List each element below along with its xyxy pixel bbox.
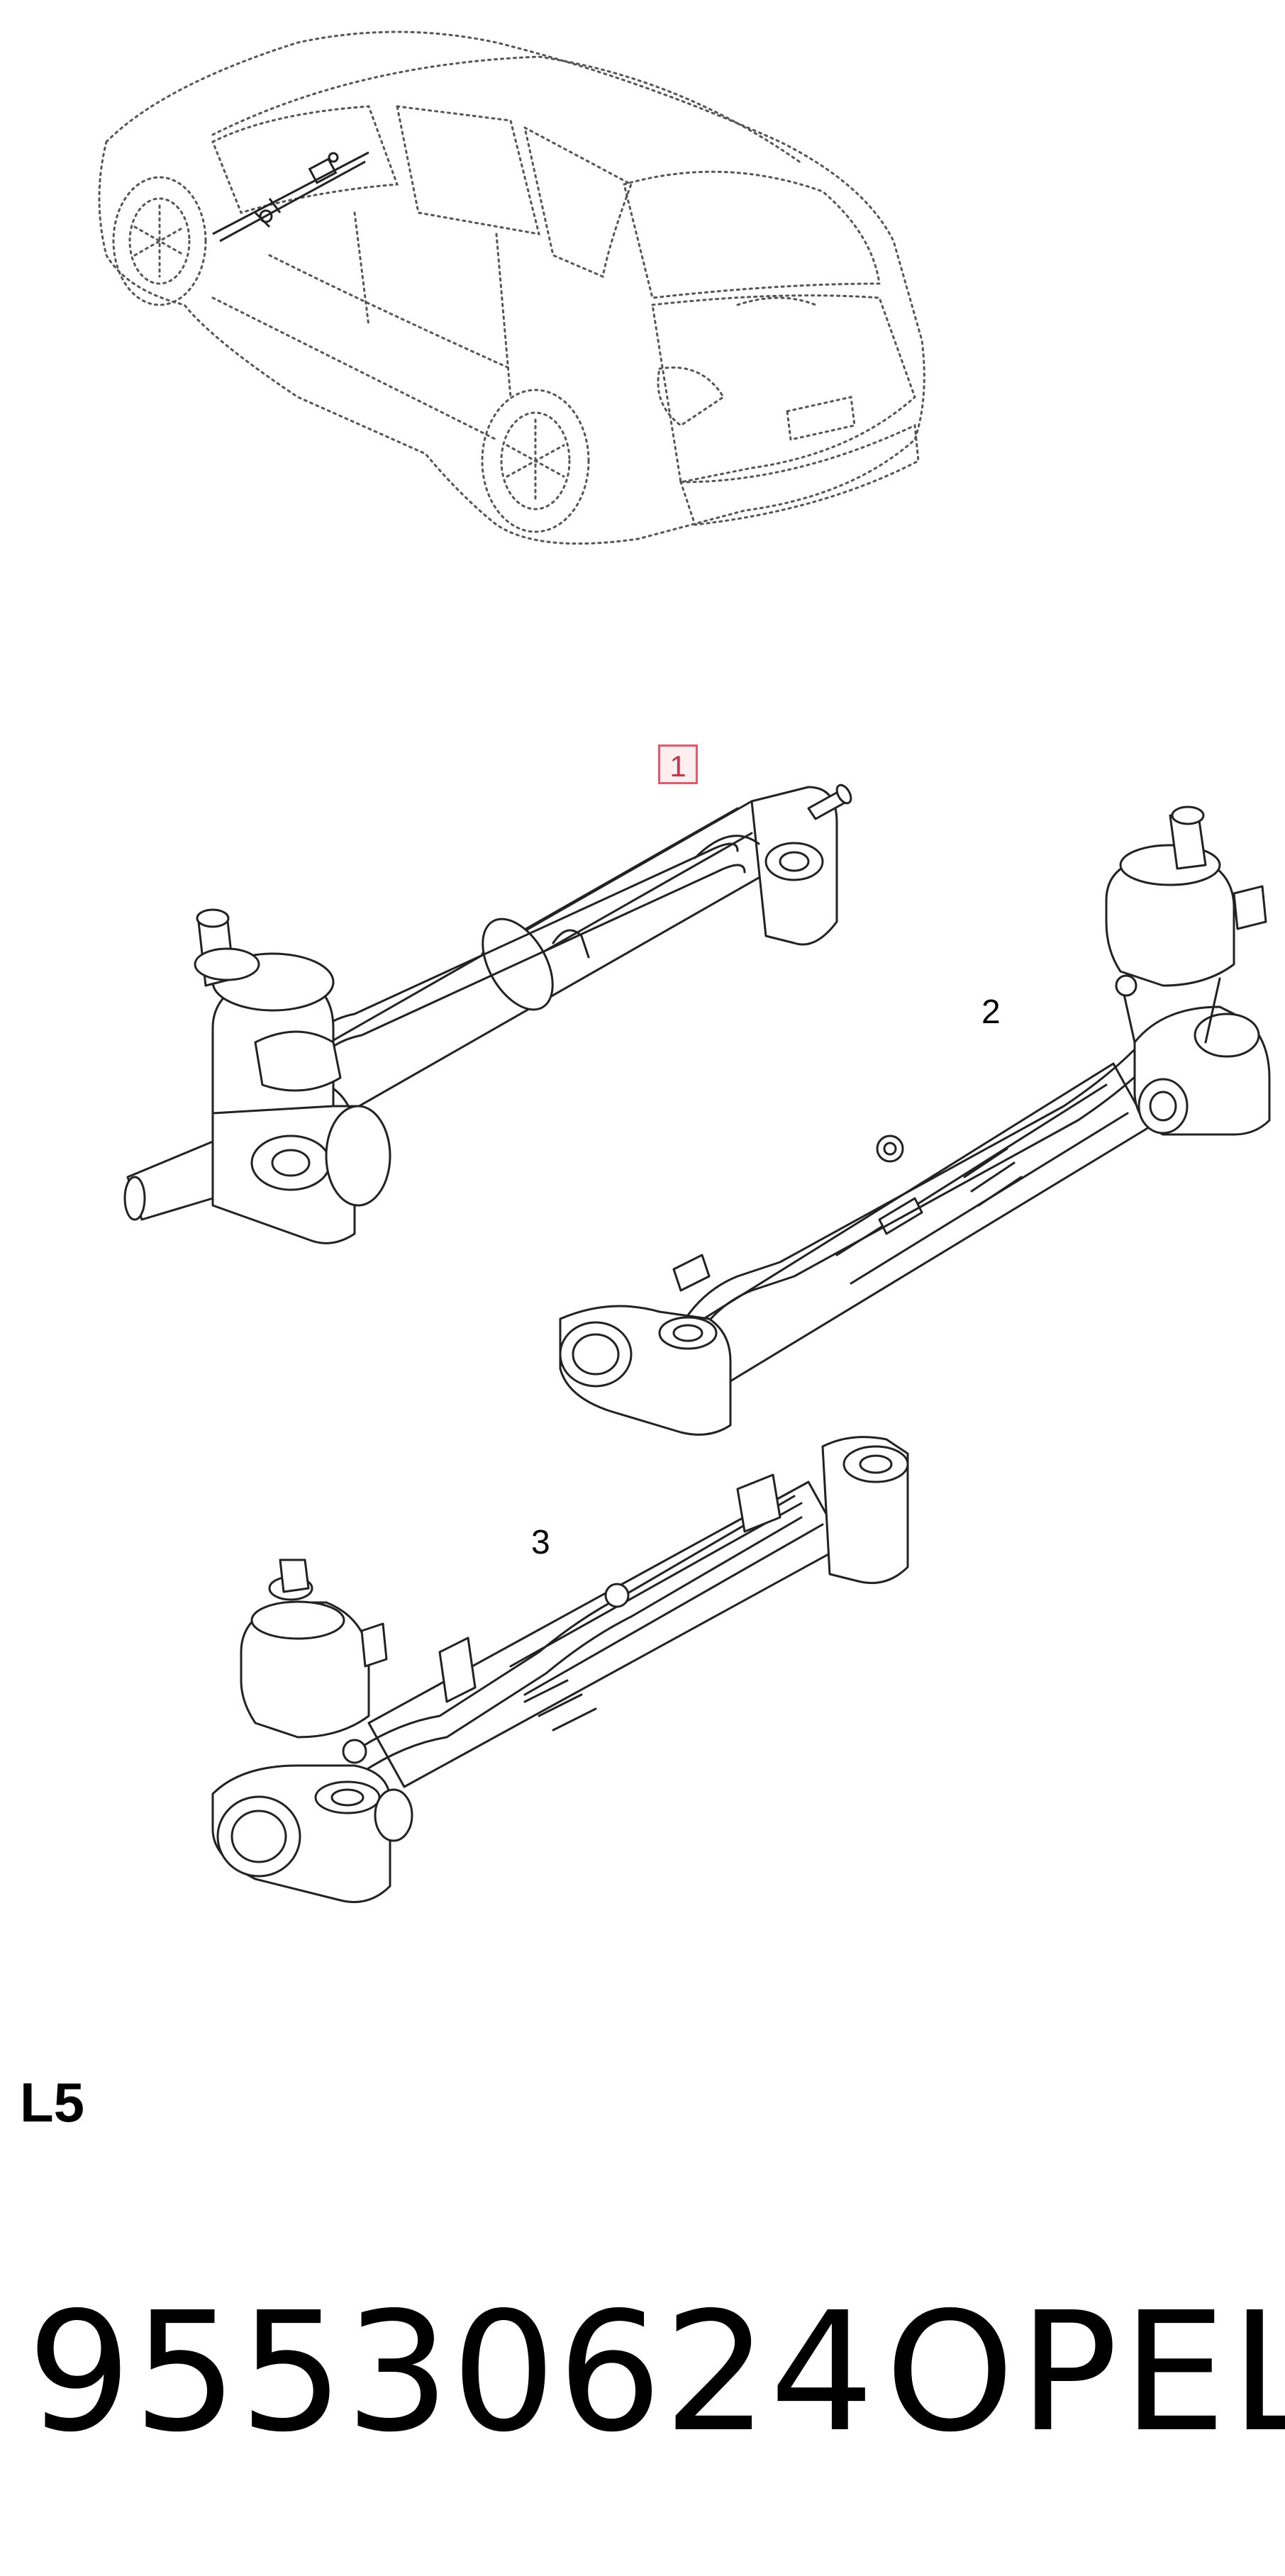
part-2-steering-rack	[559, 805, 1271, 1436]
part-1-steering-rack	[123, 784, 852, 1244]
part-3-steering-rack	[211, 1436, 909, 1903]
car-overview	[98, 30, 925, 545]
rack-location-marker	[212, 151, 369, 242]
callout-1-label[interactable]: 1	[658, 745, 698, 784]
section-code: L5	[20, 2071, 85, 2134]
brand-name: OPEL	[885, 2277, 1285, 2468]
callout-3-label: 3	[531, 1524, 550, 1561]
callout-2-label: 2	[981, 993, 1001, 1031]
part-number: 95530624	[27, 2277, 876, 2468]
